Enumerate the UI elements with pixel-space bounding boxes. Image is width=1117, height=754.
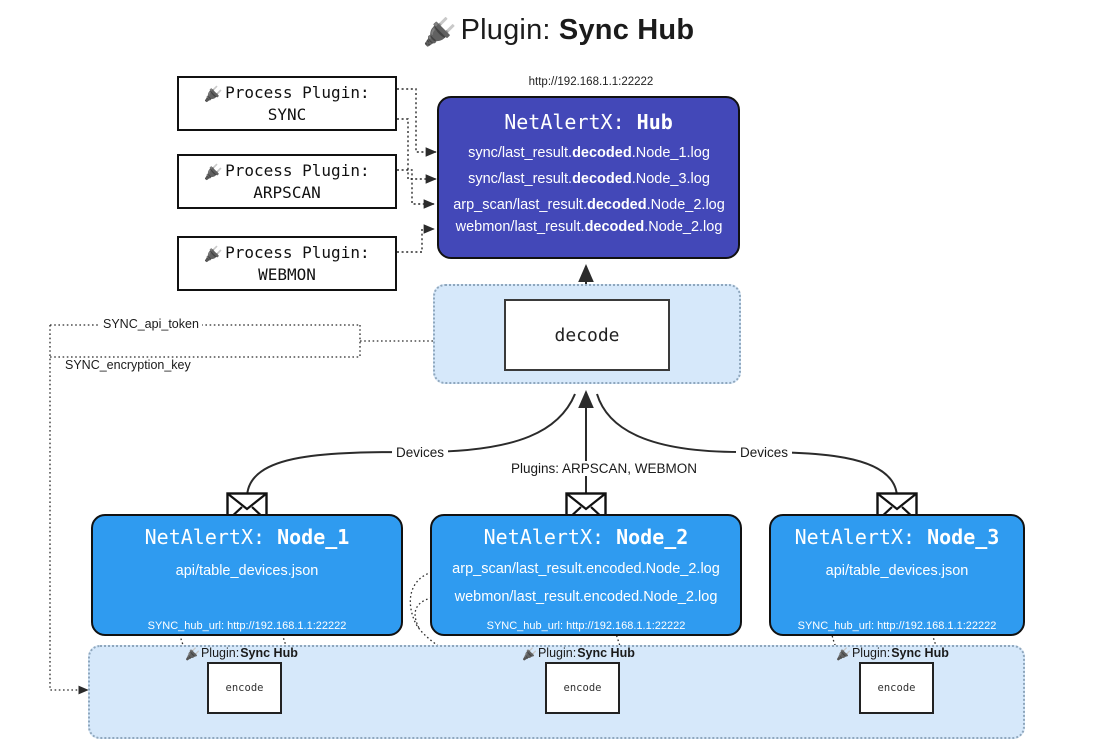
node-title-prefix: NetAlertX:: [794, 525, 928, 549]
decode-box[interactable]: decode: [504, 299, 670, 371]
hub-log-post: .Node_2.log: [646, 197, 725, 213]
node-title-prefix: NetAlertX:: [144, 525, 278, 549]
node-box-node-2[interactable]: [430, 514, 742, 636]
hub-box[interactable]: [437, 96, 740, 259]
encoder-plugin-label: 🔌Plugin: Sync Hub: [522, 646, 635, 661]
node-hub-url-label: SYNC_hub_url: http://192.168.1.1:22222: [486, 620, 686, 632]
hub-title-name: Hub: [636, 110, 673, 134]
node-hub-url-label: SYNC_hub_url: http://192.168.1.1:22222: [147, 620, 347, 632]
hub-log-bold: decoded: [584, 219, 645, 235]
process-plugin-box-webmon[interactable]: 🔌Process Plugin: WEBMON: [177, 236, 397, 291]
process-plugin-box-sync[interactable]: 🔌Process Plugin: SYNC: [177, 76, 397, 131]
secret-label-api-token: SYNC_api_token: [100, 317, 202, 331]
hub-title-prefix: NetAlertX:: [504, 110, 637, 134]
node-title-name: Node_3: [927, 525, 1000, 549]
hub-title: NetAlertX: Hub: [437, 110, 740, 134]
process-plugin-label: Process Plugin:: [225, 242, 370, 262]
encoder-label-name: Sync Hub: [577, 646, 635, 660]
plug-icon: 🔌: [204, 244, 224, 263]
encode-box[interactable]: encode: [207, 662, 282, 714]
encoder-label-prefix: Plugin:: [537, 646, 577, 660]
process-plugin-name: SYNC: [267, 104, 307, 124]
encode-box[interactable]: encode: [859, 662, 934, 714]
edge-label-plugins-center: Plugins: ARPSCAN, WEBMON: [507, 461, 702, 476]
hub-log-post: .Node_3.log: [631, 171, 710, 187]
node-title-prefix: NetAlertX:: [483, 525, 617, 549]
hub-log-pre: sync/last_result.: [468, 145, 573, 161]
hub-log-pre: webmon/last_result.: [455, 219, 585, 235]
hub-url-label: http://192.168.1.1:22222: [528, 76, 654, 88]
hub-log-bold: decoded: [572, 145, 632, 161]
process-plugin-label: Process Plugin:: [225, 82, 370, 102]
hub-log-bold: decoded: [572, 171, 632, 187]
encoder-label-name: Sync Hub: [240, 646, 298, 660]
page-title: 🔌Plugin: Sync Hub: [0, 14, 1117, 47]
secret-label-encryption-key: SYNC_encryption_key: [62, 358, 194, 372]
node-log-line: api/table_devices.json: [825, 563, 969, 579]
node-log-line: arp_scan/last_result.encoded.Node_2.log: [452, 561, 720, 577]
hub-log-line: sync/last_result.decoded.Node_3.log: [441, 171, 737, 187]
node-title-node-2: NetAlertX: Node_2: [430, 525, 742, 549]
hub-log-post: .Node_2.log: [644, 219, 723, 235]
node-hub-url-label: SYNC_hub_url: http://192.168.1.1:22222: [797, 620, 997, 632]
node-box-node-1[interactable]: [91, 514, 403, 636]
hub-log-line: webmon/last_result.decoded.Node_2.log: [441, 219, 737, 235]
node-title-name: Node_2: [616, 525, 689, 549]
encoder-label-prefix: Plugin:: [851, 646, 891, 660]
node-title-node-1: NetAlertX: Node_1: [91, 525, 403, 549]
page-title-prefix: Plugin:: [460, 14, 559, 46]
encoder-label-prefix: Plugin:: [200, 646, 240, 660]
process-plugin-label: Process Plugin:: [225, 160, 370, 180]
encoder-label-name: Sync Hub: [891, 646, 949, 660]
process-plugin-name: WEBMON: [258, 264, 316, 284]
encoder-plugin-label: 🔌Plugin: Sync Hub: [185, 646, 298, 661]
node-log-line: api/table_devices.json: [175, 563, 319, 579]
plug-icon: 🔌: [185, 647, 200, 661]
node-log-line: webmon/last_result.encoded.Node_2.log: [454, 589, 718, 605]
hub-log-line: arp_scan/last_result.decoded.Node_2.log: [441, 197, 737, 213]
encoder-plugin-label: 🔌Plugin: Sync Hub: [836, 646, 949, 661]
page-title-name: Sync Hub: [558, 14, 695, 46]
edge-label-devices-right: Devices: [736, 445, 793, 460]
node-box-node-3[interactable]: [769, 514, 1025, 636]
plug-icon: 🔌: [422, 17, 457, 47]
process-plugin-name: ARPSCAN: [253, 182, 321, 202]
plug-icon: 🔌: [204, 84, 224, 103]
hub-log-post: .Node_1.log: [631, 145, 710, 161]
plug-icon: 🔌: [836, 647, 851, 661]
plug-icon: 🔌: [522, 647, 537, 661]
hub-log-line: sync/last_result.decoded.Node_1.log: [441, 145, 737, 161]
plug-icon: 🔌: [204, 162, 224, 181]
node-title-name: Node_1: [277, 525, 350, 549]
encode-box[interactable]: encode: [545, 662, 620, 714]
process-plugin-box-arpscan[interactable]: 🔌Process Plugin: ARPSCAN: [177, 154, 397, 209]
hub-log-pre: sync/last_result.: [468, 171, 573, 187]
node-title-node-3: NetAlertX: Node_3: [769, 525, 1025, 549]
hub-log-bold: decoded: [586, 197, 647, 213]
edge-label-devices-left: Devices: [392, 445, 449, 460]
hub-log-pre: arp_scan/last_result.: [453, 197, 587, 213]
